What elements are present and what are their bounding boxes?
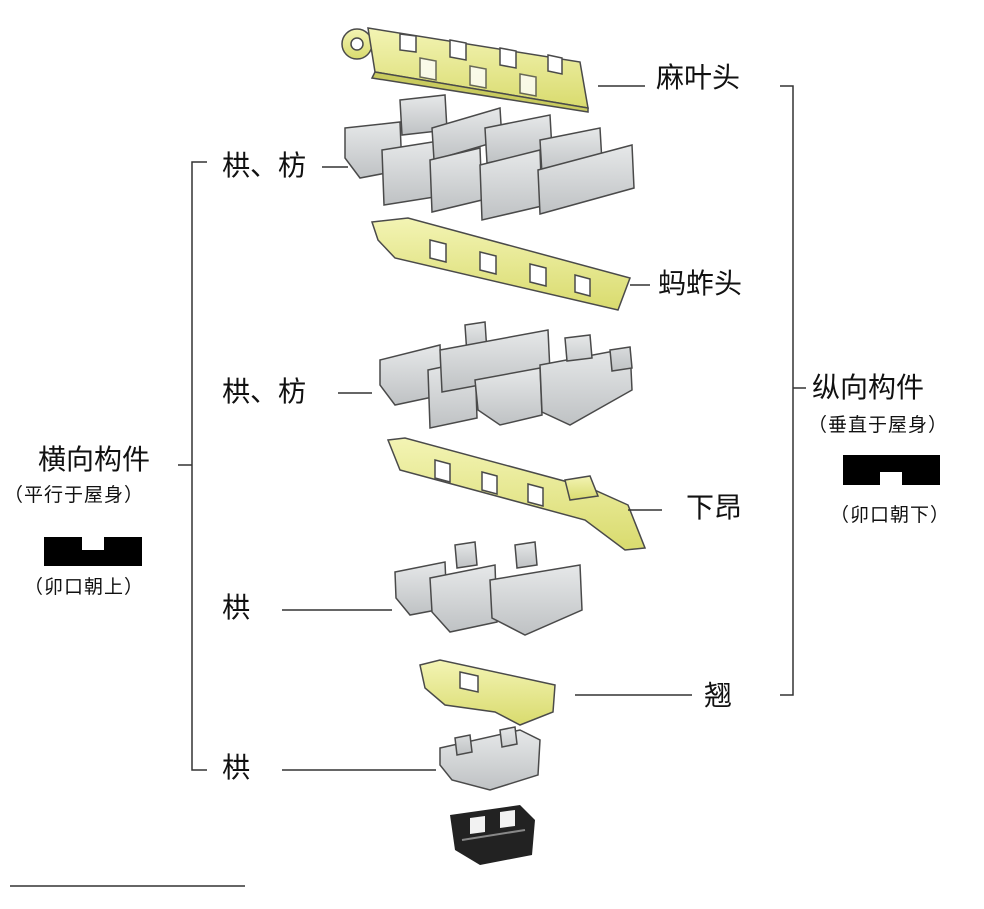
notch-up-icon <box>44 537 142 566</box>
label-maye-tou: 麻叶头 <box>656 61 741 94</box>
gong-row-3 <box>394 541 583 636</box>
label-gong-2: 栱 <box>222 751 251 784</box>
label-xia-ang: 下昂 <box>686 491 743 524</box>
horizontal-group-title: 横向构件 <box>38 443 151 476</box>
horizontal-notch-note: （卯口朝上） <box>24 576 145 598</box>
label-qiao: 翘 <box>704 679 733 712</box>
gong-row-4 <box>439 726 541 791</box>
label-gong-1: 栱 <box>222 591 251 624</box>
mazha-tou-beam <box>370 217 631 311</box>
vertical-notch-note: （卯口朝下） <box>830 504 951 526</box>
leader-lines <box>10 85 692 887</box>
gong-fang-row-2 <box>379 321 633 429</box>
vertical-group-subtitle: （垂直于屋身） <box>808 414 949 436</box>
label-gong-fang-2: 栱、枋 <box>222 375 307 408</box>
vertical-group-title: 纵向构件 <box>812 371 925 404</box>
gong-fang-row-1 <box>344 94 635 221</box>
maye-tou-beam <box>341 27 589 113</box>
xia-ang-beam <box>386 437 647 551</box>
qiao-beam <box>419 659 556 726</box>
label-mazha-tou: 蚂蚱头 <box>658 267 743 300</box>
left-bracket <box>178 161 207 771</box>
notch-down-icon <box>843 455 940 485</box>
base-block <box>450 805 535 865</box>
label-gong-fang-1: 栱、枋 <box>222 149 307 182</box>
right-bracket <box>780 85 806 696</box>
horizontal-group-subtitle: （平行于屋身） <box>4 484 145 506</box>
